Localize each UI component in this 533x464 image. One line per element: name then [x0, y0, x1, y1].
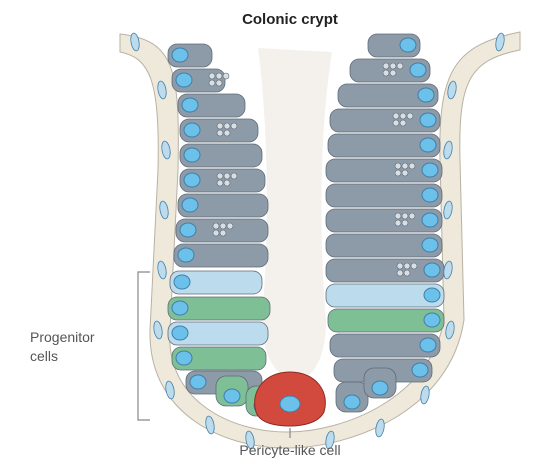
- cell-nucleus: [420, 113, 436, 127]
- cell-nucleus: [182, 198, 198, 212]
- mucus-granule: [402, 163, 408, 169]
- mucus-granule: [395, 170, 401, 176]
- mucus-granule: [402, 213, 408, 219]
- cell-nucleus: [420, 338, 436, 352]
- mucus-granule: [224, 173, 230, 179]
- mucus-granule: [404, 270, 410, 276]
- mucus-granule: [390, 70, 396, 76]
- cell-nucleus: [424, 313, 440, 327]
- mucus-granule: [217, 173, 223, 179]
- mucus-granule: [397, 263, 403, 269]
- mucus-granule: [224, 130, 230, 136]
- mucus-granule: [393, 113, 399, 119]
- mucus-granule: [397, 63, 403, 69]
- mucus-granule: [209, 80, 215, 86]
- cell-nucleus: [176, 351, 192, 365]
- cell-nucleus: [172, 48, 188, 62]
- cell-nucleus: [184, 148, 200, 162]
- cell-nucleus: [176, 73, 192, 87]
- mucus-granule: [395, 213, 401, 219]
- mucus-granule: [209, 73, 215, 79]
- mucus-granule: [402, 170, 408, 176]
- mucus-granule: [383, 70, 389, 76]
- cell-nucleus: [224, 389, 240, 403]
- mucus-granule: [213, 223, 219, 229]
- mucus-granule: [227, 223, 233, 229]
- cell-nucleus: [400, 38, 416, 52]
- cell-nucleus: [424, 288, 440, 302]
- mucus-granule: [402, 220, 408, 226]
- cell-nucleus: [190, 375, 206, 389]
- cell-nucleus: [184, 123, 200, 137]
- mucus-granule: [395, 163, 401, 169]
- mucus-granule: [409, 213, 415, 219]
- cell-nucleus: [372, 381, 388, 395]
- mucus-granule: [213, 230, 219, 236]
- mucus-granule: [400, 113, 406, 119]
- mucus-granule: [397, 270, 403, 276]
- mucus-granule: [216, 80, 222, 86]
- mucus-granule: [411, 263, 417, 269]
- mucus-granule: [400, 120, 406, 126]
- cell-nucleus: [172, 301, 188, 315]
- progenitor-bracket: [138, 272, 150, 420]
- mucus-granule: [393, 120, 399, 126]
- mucus-granule: [216, 73, 222, 79]
- mucus-granule: [217, 123, 223, 129]
- cell-nucleus: [182, 98, 198, 112]
- cell-nucleus: [344, 395, 360, 409]
- diagram-title: Colonic crypt: [242, 11, 338, 28]
- pericyte-label: Pericyte-like cell: [239, 442, 340, 458]
- cell-nucleus: [420, 138, 436, 152]
- cell-nucleus: [184, 173, 200, 187]
- mucus-granule: [217, 180, 223, 186]
- mucus-granule: [404, 263, 410, 269]
- mucus-granule: [395, 220, 401, 226]
- crypt-lumen: [258, 48, 332, 380]
- mucus-granule: [390, 63, 396, 69]
- cell-nucleus: [410, 63, 426, 77]
- cell-nucleus: [422, 238, 438, 252]
- progenitor-label-line1: Progenitor: [30, 329, 95, 345]
- cell-nucleus: [178, 248, 194, 262]
- mucus-granule: [409, 163, 415, 169]
- cell-nucleus: [418, 88, 434, 102]
- cell-nucleus: [412, 363, 428, 377]
- cell-nucleus: [422, 188, 438, 202]
- mucus-granule: [220, 223, 226, 229]
- progenitor-label-line2: cells: [30, 348, 58, 364]
- left-epithelium: [168, 44, 270, 394]
- mucus-granule: [231, 173, 237, 179]
- mucus-granule: [224, 123, 230, 129]
- right-epithelium: [326, 34, 444, 382]
- mucus-granule: [220, 230, 226, 236]
- mucus-granule: [231, 123, 237, 129]
- mucus-granule: [223, 73, 229, 79]
- cell-nucleus: [172, 326, 188, 340]
- mucus-granule: [383, 63, 389, 69]
- cell-nucleus: [422, 163, 438, 177]
- cell-nucleus: [424, 263, 440, 277]
- cell-nucleus: [174, 275, 190, 289]
- mucus-granule: [407, 113, 413, 119]
- mucus-granule: [224, 180, 230, 186]
- mucus-granule: [217, 130, 223, 136]
- cell-nucleus: [180, 223, 196, 237]
- cell-nucleus: [422, 213, 438, 227]
- pericyte-nucleus: [280, 396, 300, 412]
